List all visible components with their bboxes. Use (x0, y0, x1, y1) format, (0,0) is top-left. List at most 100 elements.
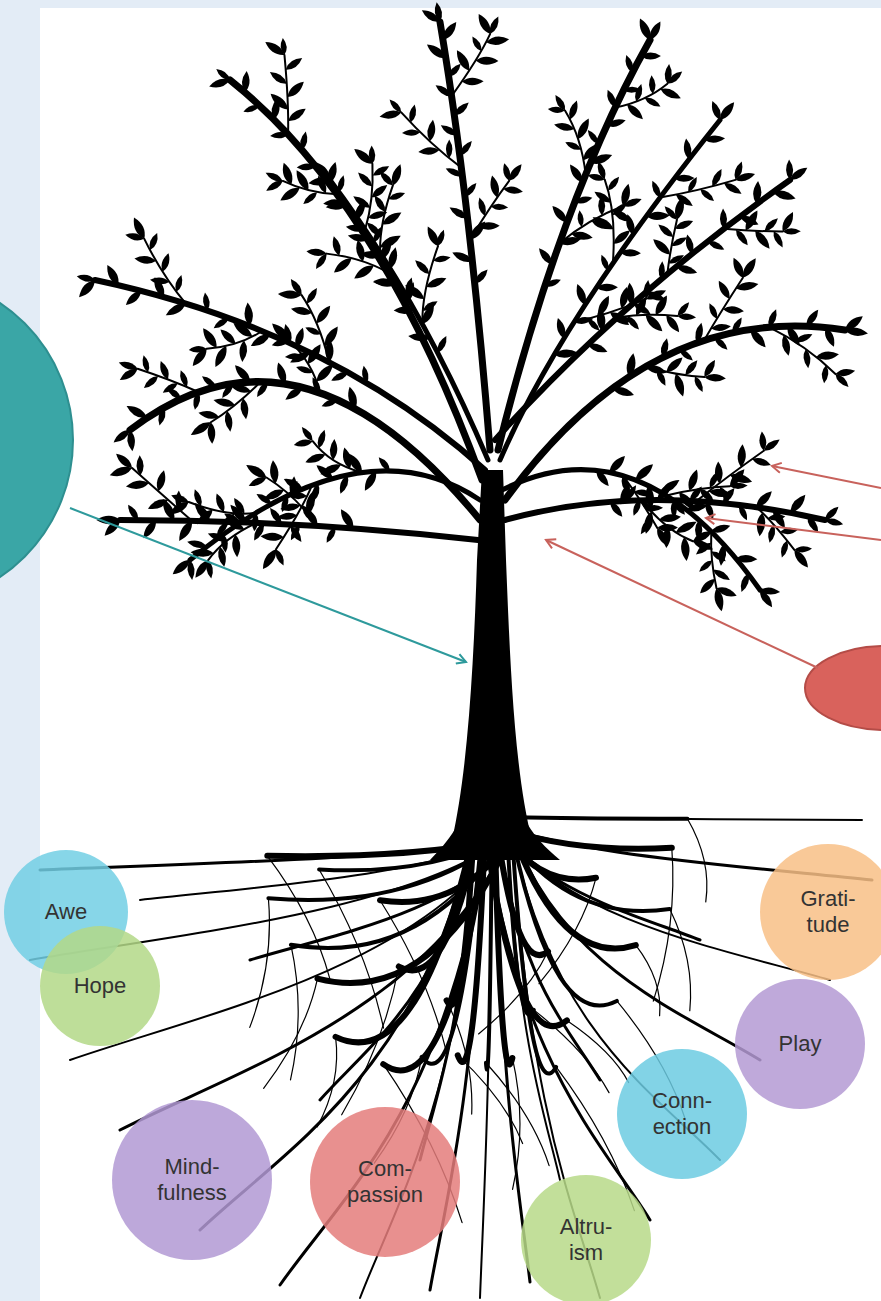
leaf (571, 230, 593, 241)
leaf (325, 201, 348, 212)
leaf (780, 334, 792, 357)
leaf (314, 160, 333, 182)
root (670, 909, 691, 1011)
root (687, 819, 706, 902)
leaf (319, 461, 343, 478)
leaf (297, 163, 316, 171)
leaf (659, 86, 683, 102)
leaf (389, 163, 404, 187)
leader-arrow (546, 540, 818, 668)
text-holder: Play (735, 979, 865, 1109)
leaf (675, 263, 698, 277)
leaf (779, 540, 790, 559)
leaf (697, 558, 714, 574)
leaf (352, 262, 376, 282)
leaf (591, 214, 616, 233)
leaf (282, 323, 294, 344)
leaf (659, 477, 682, 496)
leaf (645, 363, 668, 376)
root (514, 842, 720, 1160)
leaf (659, 513, 682, 523)
leaf (288, 524, 304, 544)
leaf (198, 409, 220, 420)
leaf (274, 361, 288, 385)
leaf (378, 232, 403, 251)
leaf (278, 184, 302, 204)
concept-label: Altru- ism (560, 1214, 613, 1267)
leaf (130, 216, 148, 241)
leaf (656, 222, 675, 240)
leaf (488, 174, 501, 198)
concept-circle: Mind- fulness (112, 1100, 272, 1260)
leaf (376, 455, 392, 473)
leaf (651, 236, 673, 257)
leaf (453, 48, 472, 73)
leaf (711, 567, 731, 583)
root (290, 945, 298, 1080)
leaf (341, 446, 354, 469)
leaf (426, 119, 437, 142)
leaf (141, 354, 151, 373)
leaf (418, 146, 440, 155)
leaf (260, 532, 284, 541)
leaf (425, 275, 448, 291)
leaf (433, 2, 443, 23)
branch (330, 180, 488, 460)
leaf (338, 507, 357, 531)
leaf (707, 470, 721, 489)
leaf (142, 373, 160, 390)
leaf (735, 280, 759, 292)
leaf (435, 334, 450, 354)
leaf (684, 234, 696, 255)
leaf (692, 375, 705, 393)
concept-label: Mind- fulness (157, 1154, 227, 1207)
leaf (331, 255, 354, 275)
leaf (674, 518, 699, 536)
branch (724, 229, 783, 232)
callout-circle (0, 275, 73, 605)
root (636, 945, 660, 1016)
leaf (178, 369, 190, 388)
leaf (694, 322, 705, 343)
leaf (351, 193, 372, 210)
leaf (717, 485, 731, 503)
leaf (176, 519, 196, 544)
leaf (451, 249, 474, 265)
circle-fill (735, 979, 865, 1109)
root (264, 979, 318, 1089)
leaf (264, 170, 284, 184)
leaf (567, 162, 586, 184)
leaf (783, 228, 801, 234)
leaf (658, 261, 665, 279)
leaf (575, 117, 593, 141)
leaf (608, 309, 632, 328)
leaf (544, 277, 562, 289)
leaf (606, 117, 627, 129)
leaf (643, 312, 665, 334)
leaf (283, 385, 304, 403)
branch (276, 485, 312, 549)
concept-label: Play (779, 1031, 822, 1057)
leaf (581, 142, 600, 163)
leaf (821, 365, 829, 384)
leaf (220, 382, 236, 400)
background-strip (0, 0, 40, 1301)
leaf (633, 461, 656, 483)
leaf (282, 476, 305, 493)
leader-arrow (772, 466, 881, 488)
leaf (711, 323, 732, 332)
text-holder: Hope (40, 926, 160, 1046)
leaf (594, 468, 612, 488)
leaf (212, 344, 230, 369)
circle-fill (617, 1049, 747, 1179)
leaf (667, 253, 685, 266)
leaf (472, 267, 490, 286)
leaf (645, 505, 663, 512)
leaf (367, 209, 388, 221)
leaf (330, 369, 350, 383)
leaf (408, 332, 431, 342)
leaf (610, 201, 628, 218)
leaf (585, 317, 601, 333)
leaf (606, 175, 622, 193)
leaf (230, 383, 252, 395)
